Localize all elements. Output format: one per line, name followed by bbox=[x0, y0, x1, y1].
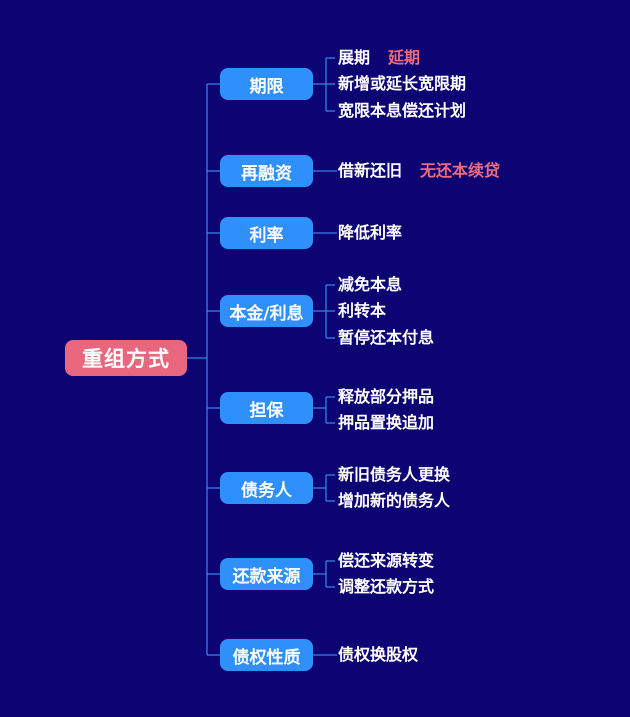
category-node: 债权性质 bbox=[220, 639, 313, 671]
leaf-item: 暂停还本付息 bbox=[338, 326, 434, 350]
category-node: 期限 bbox=[220, 68, 313, 100]
leaf-text: 释放部分押品 bbox=[338, 387, 435, 406]
leaf-text: 降低利率 bbox=[338, 223, 403, 242]
root-node: 重组方式 bbox=[65, 340, 187, 376]
leaf-text: 宽限本息偿还计划 bbox=[338, 101, 467, 120]
leaf-text: 增加新的债务人 bbox=[338, 491, 451, 510]
leaf-item: 释放部分押品 bbox=[338, 385, 434, 409]
leaf-text: 偿还来源转变 bbox=[338, 551, 435, 570]
leaf-text: 减免本息 bbox=[338, 275, 403, 294]
leaf-text: 新旧债务人更换 bbox=[338, 465, 451, 484]
leaf-text: 押品置换追加 bbox=[338, 413, 435, 432]
leaf-item: 宽限本息偿还计划 bbox=[338, 99, 466, 123]
leaf-item: 押品置换追加 bbox=[338, 411, 434, 435]
leaf-item: 利转本 bbox=[338, 299, 386, 323]
leaf-item: 展期延期 bbox=[338, 46, 420, 70]
leaf-item: 减免本息 bbox=[338, 273, 402, 297]
leaf-text: 调整还款方式 bbox=[338, 577, 435, 596]
leaf-item: 增加新的债务人 bbox=[338, 489, 450, 513]
leaf-item: 调整还款方式 bbox=[338, 575, 434, 599]
leaf-text: 债权换股权 bbox=[338, 645, 419, 664]
category-node: 债务人 bbox=[220, 472, 313, 504]
leaf-text: 新增或延长宽限期 bbox=[338, 74, 467, 93]
leaf-item: 新旧债务人更换 bbox=[338, 463, 450, 487]
leaf-text: 暂停还本付息 bbox=[338, 328, 435, 347]
leaf-note: 无还本续贷 bbox=[420, 161, 501, 180]
category-node: 还款来源 bbox=[220, 558, 313, 590]
leaf-item: 降低利率 bbox=[338, 221, 402, 245]
leaf-note: 延期 bbox=[388, 48, 421, 67]
leaf-item: 新增或延长宽限期 bbox=[338, 72, 466, 96]
category-node: 担保 bbox=[220, 392, 313, 424]
leaf-text: 利转本 bbox=[338, 301, 387, 320]
leaf-item: 债权换股权 bbox=[338, 643, 418, 667]
leaf-item: 偿还来源转变 bbox=[338, 549, 434, 573]
category-node: 再融资 bbox=[220, 155, 313, 187]
category-node: 利率 bbox=[220, 217, 313, 249]
category-node: 本金/利息 bbox=[220, 295, 313, 327]
leaf-text: 展期 bbox=[338, 48, 371, 67]
leaf-text: 借新还旧 bbox=[338, 161, 403, 180]
leaf-item: 借新还旧无还本续贷 bbox=[338, 159, 500, 183]
